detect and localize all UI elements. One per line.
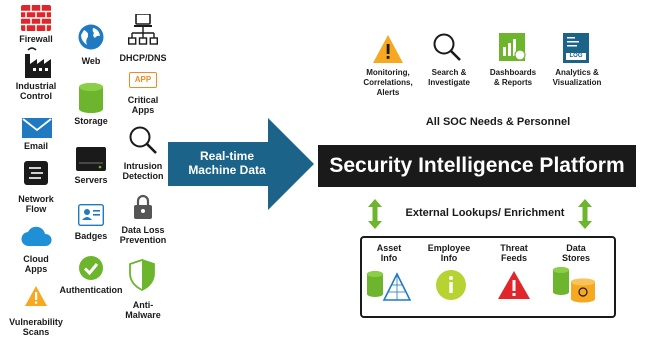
network-flow-label: Network Flow — [18, 194, 54, 214]
server-icon — [76, 147, 106, 171]
industrial-control-label: Industrial Control — [15, 81, 57, 101]
warning-icon — [25, 286, 47, 306]
alert-triangle-icon — [498, 271, 530, 299]
cloud-icon — [21, 226, 52, 247]
dhcp-dns-label: DHCP/DNS — [119, 53, 167, 63]
enrichment-item-data-stores: Data Stores — [561, 243, 590, 263]
data-flow-arrow — [168, 118, 314, 210]
soc-item-analytics: Analytics & Visualization — [552, 68, 602, 87]
warning-icon — [373, 35, 403, 63]
platform-title: Security Intelligence Platform — [329, 154, 625, 177]
enrichment-item-threat: Threat Feeds — [500, 243, 528, 263]
soc-needs-caption: All SOC Needs & Personnel — [425, 116, 571, 128]
badges-label: Badges — [74, 231, 108, 241]
storage-label: Storage — [74, 116, 108, 126]
left-bidirectional-arrow-icon — [368, 199, 382, 229]
email-label: Email — [23, 141, 48, 151]
anti-malware-label: Anti- Malware — [125, 300, 161, 320]
servers-label: Servers — [74, 175, 108, 185]
data-loss-prevention-label: Data Loss Prevention — [119, 225, 167, 245]
intrusion-detection-label: Intrusion Detection — [122, 161, 164, 181]
soc-item-search: Search & Investigate — [428, 68, 470, 87]
firewall-label: Firewall — [19, 34, 53, 44]
globe-icon — [78, 24, 104, 50]
storage-icon — [79, 83, 103, 113]
asset-storage-icon — [367, 271, 411, 301]
web-label: Web — [81, 56, 101, 66]
checkmark-icon — [79, 256, 103, 280]
platform-banner: Security Intelligence Platform — [318, 145, 636, 187]
analytics-log-icon — [563, 33, 589, 63]
factory-icon — [25, 47, 51, 78]
info-icon — [436, 270, 466, 300]
lock-icon — [134, 195, 152, 219]
dashboard-icon — [499, 33, 526, 61]
cloud-apps-label: Cloud Apps — [23, 254, 49, 274]
enrichment-item-employee: Employee Info — [427, 243, 471, 263]
data-stores-icon — [553, 267, 595, 303]
soc-item-dashboards: Dashboards & Reports — [489, 68, 537, 87]
arrow-label: Real-time Machine Data — [188, 149, 266, 177]
critical-apps-label: Critical Apps — [127, 95, 159, 115]
enrichment-box — [360, 236, 616, 318]
soc-item-monitoring: Monitoring, Correlations, Alerts — [363, 68, 413, 97]
app-icon: APP — [129, 72, 157, 88]
log-badge: LOG — [569, 53, 583, 59]
email-icon — [22, 118, 52, 138]
shield-icon — [129, 259, 155, 291]
enrichment-item-asset: Asset Info — [376, 243, 402, 263]
vulnerability-scans-label: Vulnerability Scans — [9, 317, 63, 337]
network-flow-icon — [24, 161, 48, 185]
magnifier-icon — [129, 126, 157, 154]
magnifier-icon — [433, 33, 461, 61]
enrichment-caption: External Lookups/ Enrichment — [405, 207, 565, 219]
right-bidirectional-arrow-icon — [578, 199, 592, 229]
network-icon — [128, 14, 158, 45]
firewall-icon — [21, 5, 51, 31]
badge-icon — [78, 204, 104, 226]
authentication-label: Authentication — [59, 285, 123, 295]
